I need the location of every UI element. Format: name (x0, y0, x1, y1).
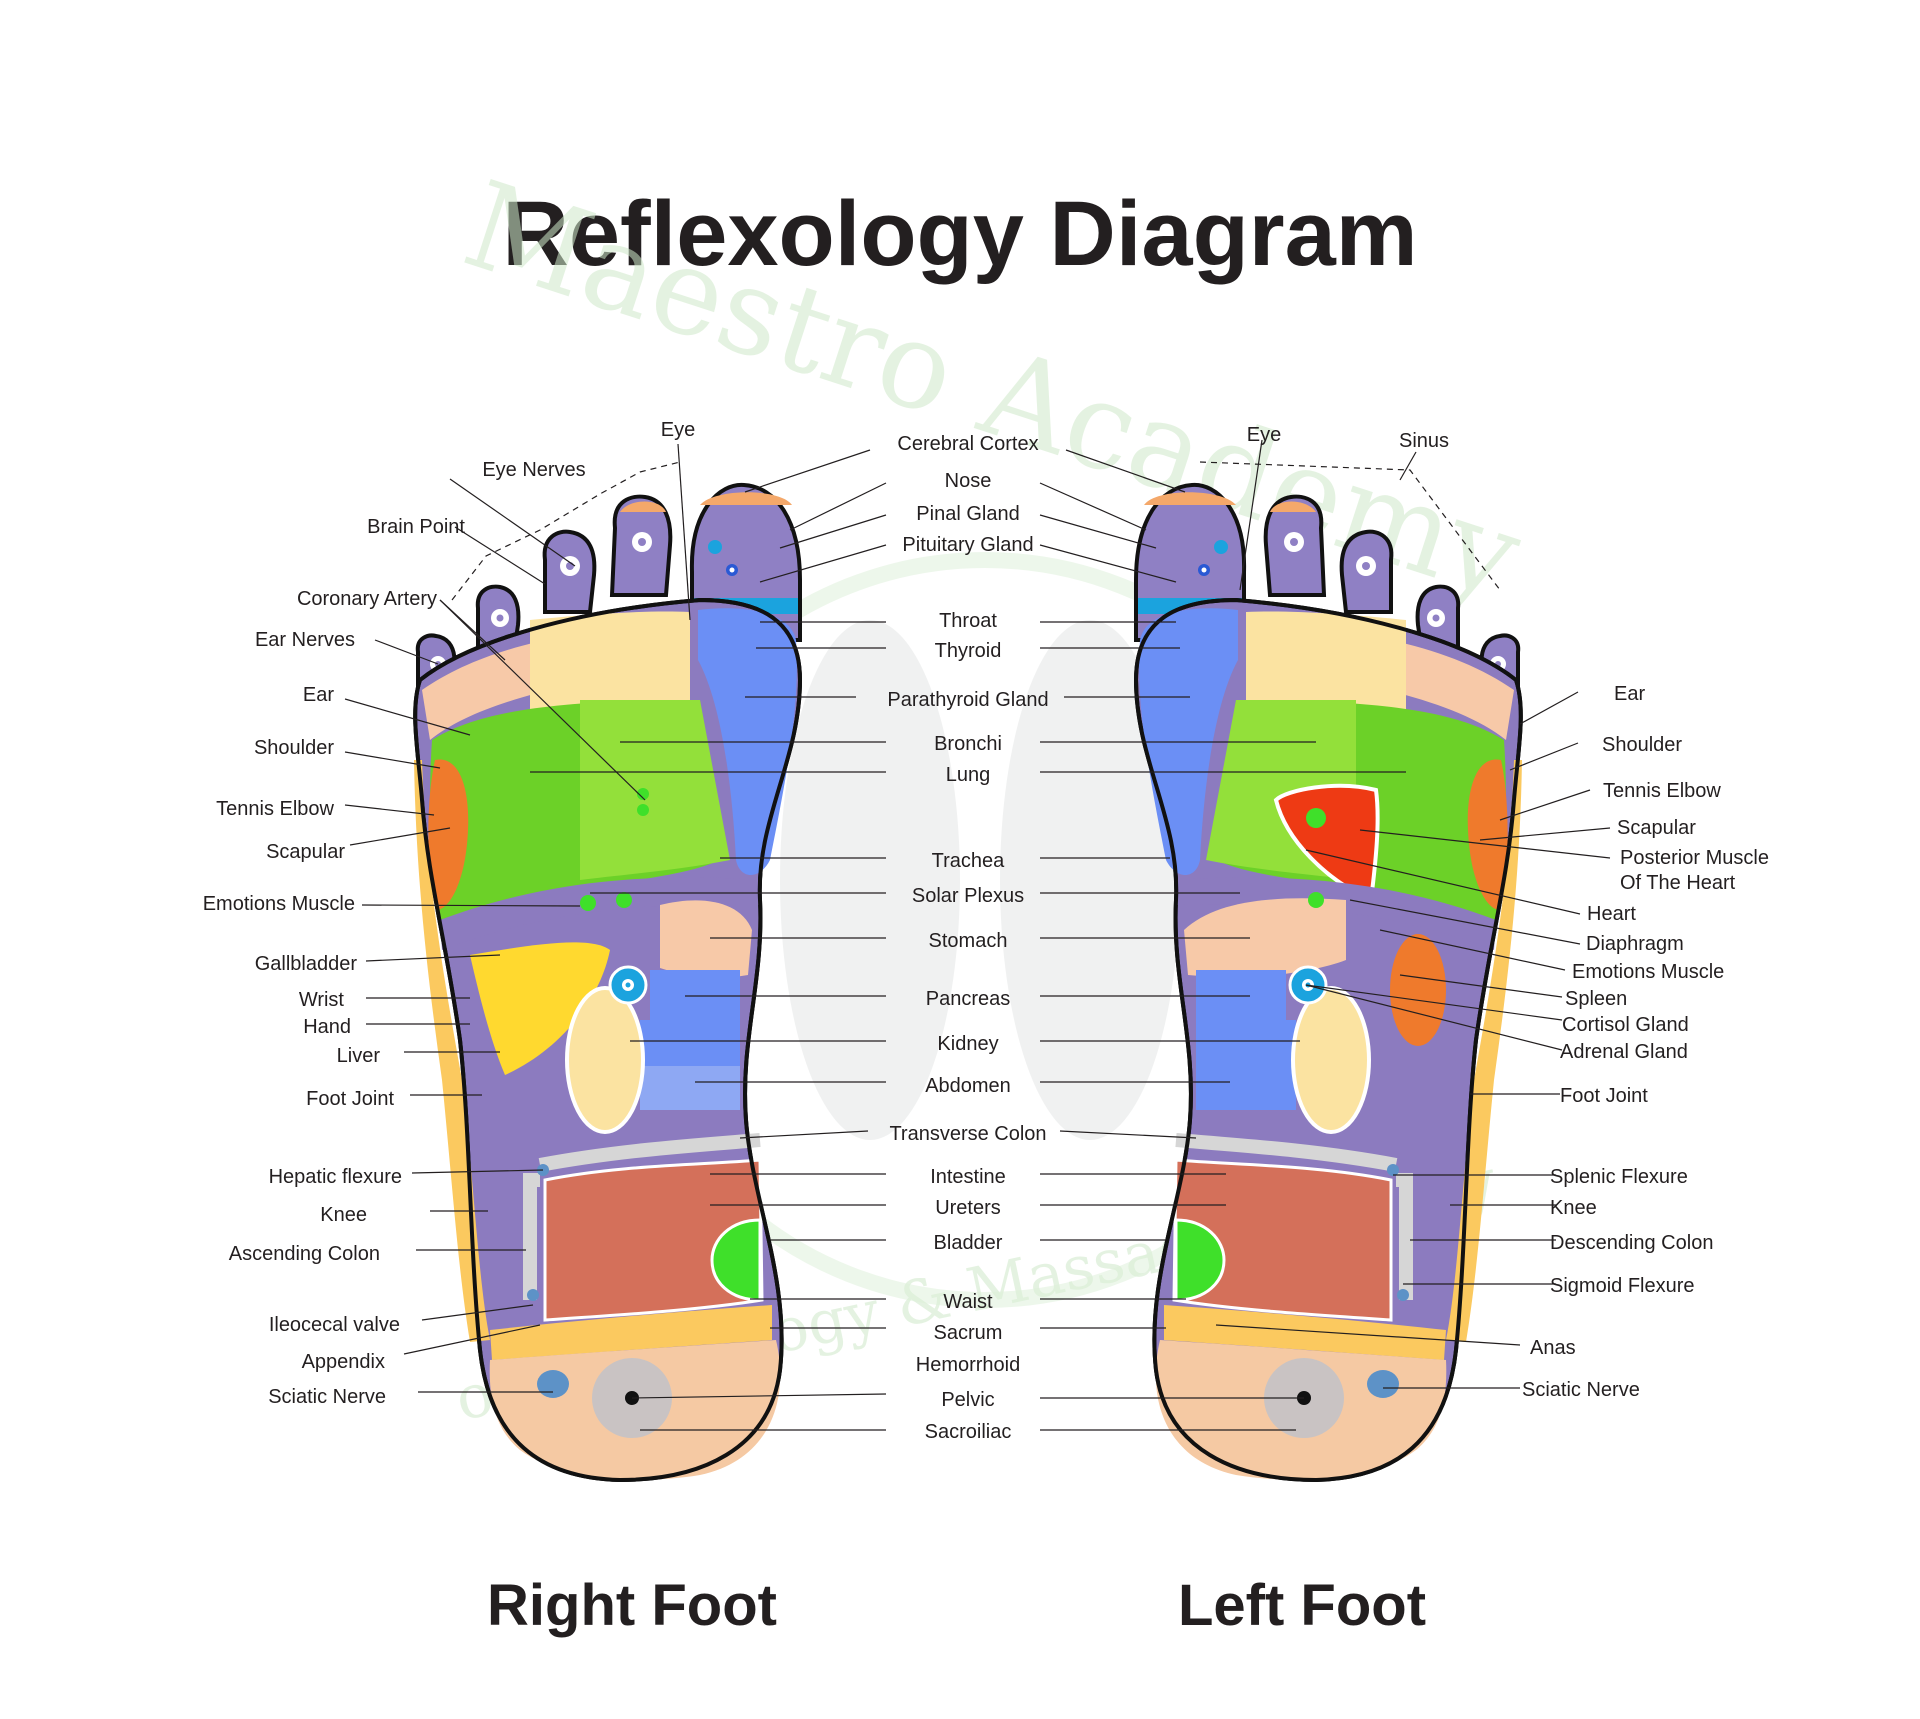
label-spleen: Spleen (1565, 988, 1627, 1010)
label-left-shoulder: Shoulder (1602, 734, 1682, 756)
label-eye-nerves: Eye Nerves (482, 459, 585, 481)
label-hepatic-flexure: Hepatic flexure (269, 1166, 402, 1188)
label-stomach: Stomach (929, 930, 1008, 952)
label-ascending-colon: Ascending Colon (229, 1243, 380, 1265)
label-posterior-muscle-line1: Posterior Muscle (1620, 847, 1769, 869)
label-solar-plexus: Solar Plexus (912, 885, 1024, 907)
label-thyroid: Thyroid (935, 640, 1002, 662)
label-right-sciatic-nerve: Sciatic Nerve (268, 1386, 386, 1408)
label-right-eye: Eye (661, 419, 695, 441)
label-hand: Hand (303, 1016, 351, 1038)
label-trachea: Trachea (932, 850, 1006, 872)
label-appendix: Appendix (302, 1351, 385, 1373)
label-hemorrhoid: Hemorrhoid (916, 1354, 1020, 1376)
label-nose: Nose (945, 470, 992, 492)
label-anas: Anas (1530, 1337, 1576, 1359)
label-left-foot-joint: Foot Joint (1560, 1085, 1648, 1107)
label-right-shoulder: Shoulder (254, 737, 334, 759)
left-foot (1133, 482, 1523, 1483)
label-lung: Lung (946, 764, 991, 786)
label-heart: Heart (1587, 903, 1636, 925)
label-waist: Waist (943, 1291, 993, 1313)
left-foot-caption: Left Foot (1178, 1573, 1426, 1638)
label-left-emotions-muscle: Emotions Muscle (1572, 961, 1724, 983)
label-gallbladder: Gallbladder (255, 953, 358, 975)
label-liver: Liver (337, 1045, 381, 1067)
label-right-ear: Ear (303, 684, 334, 706)
label-brain-point: Brain Point (367, 516, 465, 538)
label-right-foot-joint: Foot Joint (306, 1088, 394, 1110)
labels-center: Cerebral Cortex Nose Pinal Gland Pituita… (887, 433, 1048, 1443)
label-bladder: Bladder (934, 1232, 1003, 1254)
label-left-tennis-elbow: Tennis Elbow (1603, 780, 1721, 802)
label-abdomen: Abdomen (925, 1075, 1011, 1097)
label-ileocecal-valve: Ileocecal valve (269, 1314, 400, 1336)
label-diaphragm: Diaphragm (1586, 933, 1684, 955)
label-kidney: Kidney (937, 1033, 998, 1055)
label-left-knee: Knee (1550, 1197, 1597, 1219)
label-right-emotions-muscle: Emotions Muscle (203, 893, 355, 915)
label-right-tennis-elbow: Tennis Elbow (216, 798, 334, 820)
label-posterior-muscle-line2: Of The Heart (1620, 872, 1736, 894)
label-left-scapular: Scapular (1617, 817, 1696, 839)
label-transverse-colon: Transverse Colon (889, 1123, 1046, 1145)
label-pelvic: Pelvic (941, 1389, 994, 1411)
labels-left-foot: Eye Sinus Ear Shoulder Tennis Elbow Scap… (1247, 424, 1769, 1401)
right-foot (413, 482, 803, 1483)
label-descending-colon: Descending Colon (1550, 1232, 1713, 1254)
label-sacroiliac: Sacroiliac (925, 1421, 1012, 1443)
right-foot-caption: Right Foot (487, 1573, 777, 1638)
label-parathyroid-gland: Parathyroid Gland (887, 689, 1048, 711)
labels-right-foot: Eye Eye Nerves Brain Point Coronary Arte… (203, 419, 696, 1408)
label-cerebral-cortex: Cerebral Cortex (897, 433, 1038, 455)
label-pituitary-gland: Pituitary Gland (902, 534, 1033, 556)
label-sigmoid-flexure: Sigmoid Flexure (1550, 1275, 1695, 1297)
label-cortisol-gland: Cortisol Gland (1562, 1014, 1689, 1036)
label-pancreas: Pancreas (926, 988, 1011, 1010)
diagram-title: Reflexology Diagram (502, 183, 1417, 285)
label-left-ear: Ear (1614, 683, 1645, 705)
label-sinus: Sinus (1399, 430, 1449, 452)
label-bronchi: Bronchi (934, 733, 1002, 755)
label-intestine: Intestine (930, 1166, 1006, 1188)
label-pinal-gland: Pinal Gland (916, 503, 1019, 525)
label-left-sciatic-nerve: Sciatic Nerve (1522, 1379, 1640, 1401)
label-right-scapular: Scapular (266, 841, 345, 863)
label-left-eye: Eye (1247, 424, 1281, 446)
label-sacrum: Sacrum (934, 1322, 1003, 1344)
label-adrenal-gland: Adrenal Gland (1560, 1041, 1688, 1063)
leader-lines (344, 439, 1611, 1431)
label-splenic-flexure: Splenic Flexure (1550, 1166, 1688, 1188)
label-ureters: Ureters (935, 1197, 1001, 1219)
label-throat: Throat (939, 610, 997, 632)
label-wrist: Wrist (299, 989, 345, 1011)
label-coronary-artery: Coronary Artery (297, 588, 437, 610)
label-ear-nerves: Ear Nerves (255, 629, 355, 651)
label-right-knee: Knee (320, 1204, 367, 1226)
